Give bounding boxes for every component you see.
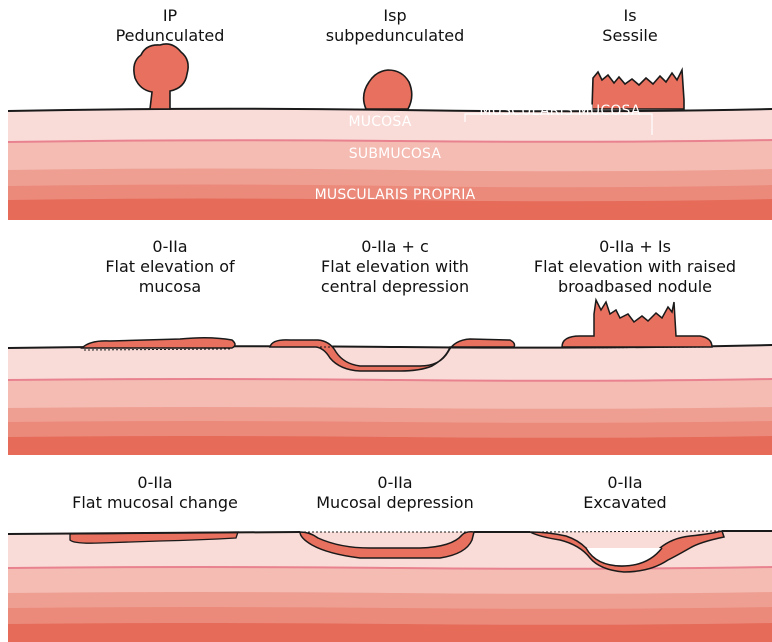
- polyp-subpedunculated: [364, 70, 412, 109]
- tissue-layers-middle: [8, 345, 772, 455]
- polyp-pedunculated: [134, 44, 188, 109]
- label-mucosa: MUCOSA: [320, 114, 440, 130]
- lesion-flat-elevation: [82, 338, 235, 350]
- label-muscularis-propria: MUSCULARIS PROPRIA: [280, 187, 510, 203]
- label-submucosa: SUBMUCOSA: [320, 146, 470, 162]
- lesion-elevation-nodule: [562, 300, 712, 348]
- label-muscularis-mucosa: MUSCULARIS MUCOSA: [460, 103, 660, 119]
